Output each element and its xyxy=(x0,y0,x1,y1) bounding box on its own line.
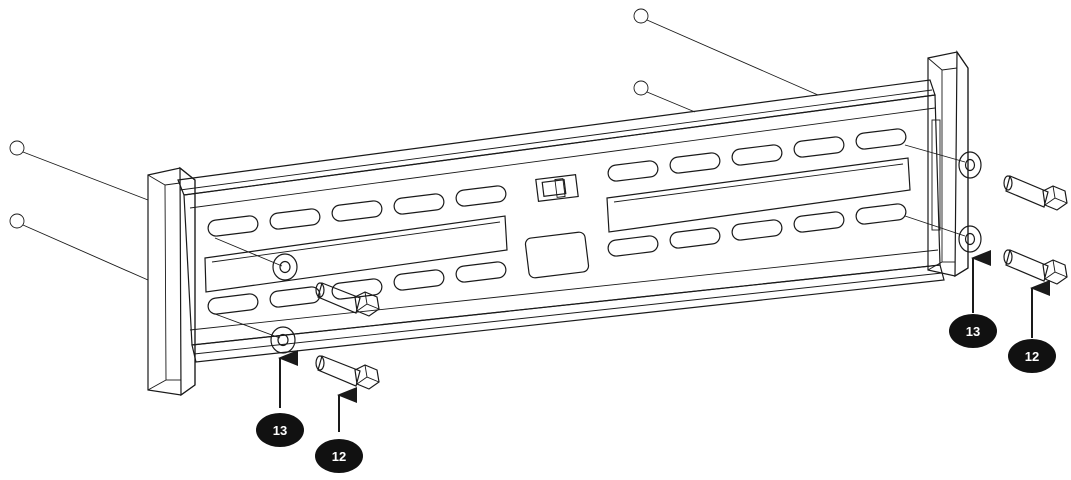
right-lower-hardware xyxy=(904,215,1068,285)
leader-lines xyxy=(9,8,819,281)
callout-label: 13 xyxy=(273,423,287,438)
leader-circle xyxy=(9,140,25,156)
slot-row xyxy=(607,203,907,257)
slot-row xyxy=(207,185,507,237)
callout-12-left: 12 xyxy=(315,439,363,473)
latch xyxy=(535,173,579,203)
slot-row xyxy=(607,128,907,182)
left-lower-hardware xyxy=(214,313,380,390)
right-end-cap xyxy=(927,50,969,278)
washer xyxy=(958,151,982,179)
washer xyxy=(270,326,296,354)
callout-arrows xyxy=(278,250,1050,432)
left-upper-hardware xyxy=(214,237,380,317)
bolt xyxy=(1003,249,1068,285)
washer xyxy=(958,225,982,253)
right-upper-hardware xyxy=(904,144,1068,211)
bolt xyxy=(315,282,380,317)
callout-12-right: 12 xyxy=(1008,339,1056,373)
leader-circle xyxy=(633,8,649,24)
callout-label: 12 xyxy=(332,449,346,464)
callout-label: 12 xyxy=(1025,349,1039,364)
channel-rail xyxy=(177,79,945,363)
bolt xyxy=(315,355,380,390)
callout-13-right: 13 xyxy=(949,314,997,348)
washer xyxy=(272,253,298,281)
leader-circle xyxy=(633,80,649,96)
bolt xyxy=(1003,175,1068,211)
leader-circle xyxy=(9,213,25,229)
callout-label: 13 xyxy=(966,324,980,339)
left-end-cap xyxy=(147,166,196,397)
callout-13-left: 13 xyxy=(256,413,304,447)
